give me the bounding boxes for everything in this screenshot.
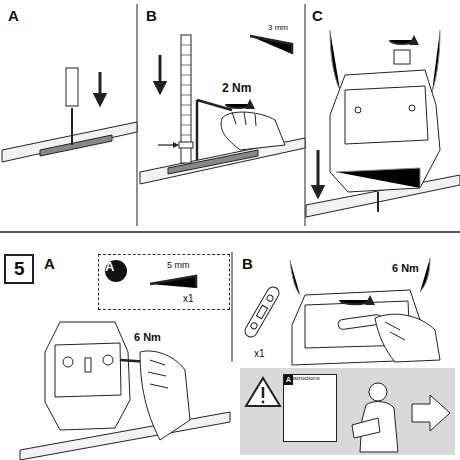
figure-part <box>290 258 430 295</box>
instruction-booklet: A1 Instructions <box>283 374 337 442</box>
figure-part <box>352 418 380 438</box>
figure-part <box>330 70 440 192</box>
section5-a-figure <box>20 276 230 460</box>
node-text: 5 <box>14 259 25 280</box>
figure-part <box>305 4 306 226</box>
panel-letter: A <box>8 8 19 25</box>
figure-part <box>375 314 440 362</box>
part-badge: A <box>105 260 127 282</box>
figure-part <box>412 395 450 431</box>
figure-part <box>226 104 250 108</box>
panel-letter: C <box>312 8 323 25</box>
figure-part <box>159 55 162 88</box>
figure-part <box>240 368 455 455</box>
section5-b-figure <box>243 258 440 365</box>
figure-part <box>256 305 267 318</box>
figure-part <box>385 322 405 340</box>
figure-part <box>103 355 113 365</box>
figure-part <box>390 40 414 44</box>
step-number-box: 5 <box>4 254 34 284</box>
figure-part <box>55 343 121 397</box>
figure-part <box>150 276 196 288</box>
panel-letter: A <box>44 256 55 273</box>
figure-part <box>85 358 91 372</box>
torque-value: 6 Nm <box>134 331 161 343</box>
tool-size: 3 mm <box>268 24 288 33</box>
figure-part <box>345 86 428 144</box>
quantity: x1 <box>254 348 265 359</box>
figure-part <box>394 50 410 64</box>
figure-part <box>243 285 281 339</box>
figure-part <box>243 285 281 339</box>
figure-part <box>246 378 280 406</box>
figure-part <box>2 122 137 162</box>
figure-part <box>377 192 379 212</box>
torque-value: 6 Nm <box>392 262 419 274</box>
panel-b-figure <box>140 35 305 184</box>
figure-part <box>355 107 361 113</box>
figure-part <box>40 135 112 156</box>
figure-part <box>369 383 387 401</box>
panel-letter: B <box>146 8 157 25</box>
figure-part <box>262 401 265 404</box>
figure-part <box>179 142 193 148</box>
figure-part <box>140 351 190 440</box>
figure-part <box>63 357 73 367</box>
torque-value: 2 Nm <box>222 82 251 95</box>
figure-part <box>158 144 176 145</box>
figure-part <box>232 112 256 126</box>
figure-part <box>71 108 73 145</box>
figure-part <box>221 112 285 150</box>
figure-part <box>232 252 233 362</box>
figure-part <box>99 72 102 100</box>
node-text: A <box>105 260 114 274</box>
figure-part <box>137 4 138 226</box>
figure-part <box>340 300 370 304</box>
figure-part <box>45 322 130 430</box>
figure-part <box>148 360 168 388</box>
warning-panel <box>240 368 455 455</box>
figure-part <box>0 231 460 233</box>
figure-part <box>317 150 320 192</box>
figure-part <box>20 412 230 460</box>
figure-part <box>66 68 78 106</box>
node-text: x1 <box>183 293 194 304</box>
panel-a-figure <box>2 68 137 162</box>
parts-box: 5 mm x1 A <box>98 254 230 310</box>
node-text: 5 mm <box>167 261 190 271</box>
node-text: 1 Instructions <box>284 375 320 382</box>
figure-part <box>336 168 420 188</box>
figure-part <box>250 36 292 54</box>
panel-c-figure <box>306 30 460 217</box>
dividers <box>0 4 460 362</box>
panel-letter: B <box>242 256 253 273</box>
figure-part <box>181 45 191 135</box>
figure-part <box>250 322 258 330</box>
figure-part <box>266 294 274 302</box>
figure-part <box>409 105 415 111</box>
figure-part <box>262 387 265 398</box>
